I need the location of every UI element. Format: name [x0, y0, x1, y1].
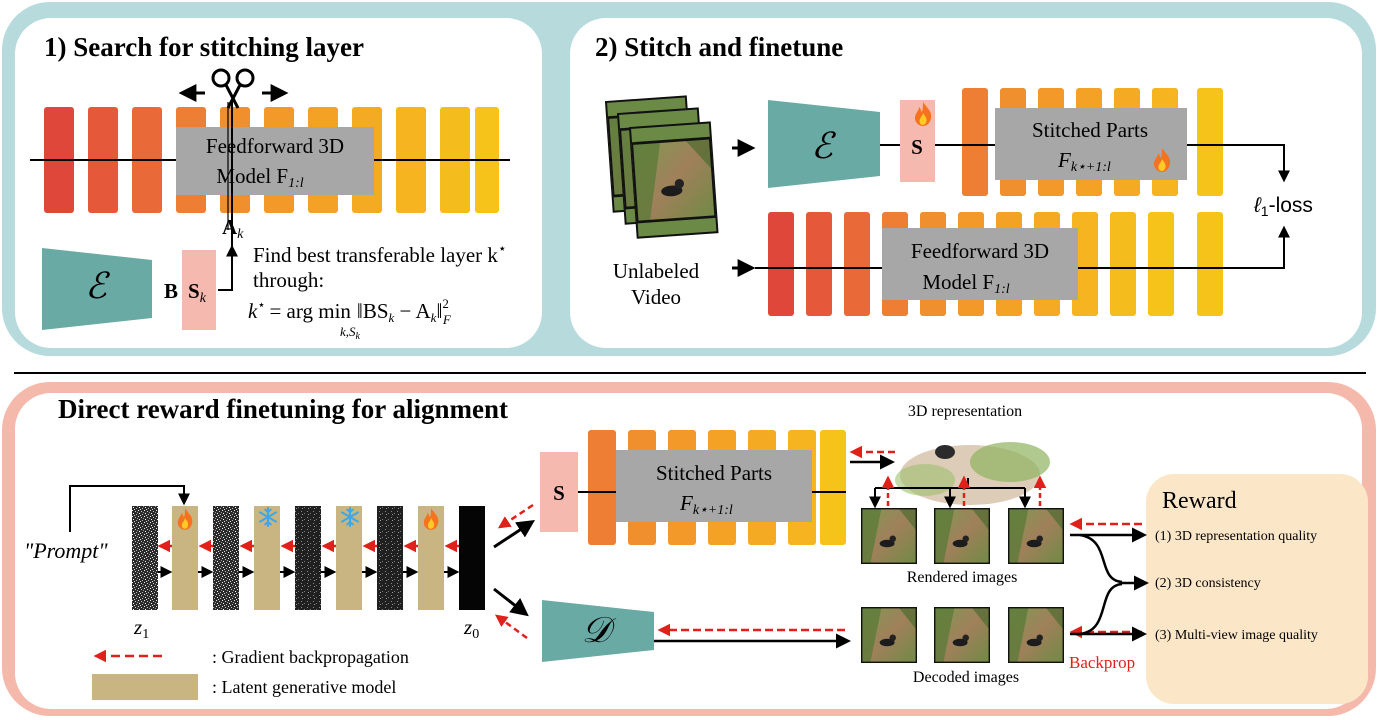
z1-label: z1: [133, 615, 149, 642]
panel3-title: Direct reward finetuning for alignment: [58, 394, 508, 424]
rendered-image: [861, 508, 917, 564]
denoising-chain: [132, 506, 485, 610]
legend-latent-text: : Latent generative model: [212, 677, 396, 697]
d-to-z0-gradient: [494, 614, 528, 640]
b-label: B: [164, 279, 178, 303]
encoder-1: [42, 248, 152, 330]
legend-latent-swatch: [92, 674, 198, 700]
rendered-label: Rendered images: [907, 569, 1018, 586]
l1-loss-label: ℓ1-loss: [1253, 194, 1313, 219]
rep-label: 3D representation: [908, 403, 1022, 420]
encoder-2-symbol: ℰ: [811, 126, 836, 166]
reward-item-1: (1) 3D representation quality: [1155, 529, 1317, 544]
decoder: [542, 600, 654, 662]
encoder-2: [768, 100, 880, 188]
backprop-label: Backprop: [1069, 653, 1135, 672]
panel2-title: 2) Stitch and finetune: [595, 32, 843, 62]
stitched-box-2: [995, 108, 1187, 180]
legend-gradient-text: : Gradient backpropagation: [212, 647, 409, 667]
stitched-box-3-line2: Fk⋆+1:l: [679, 491, 733, 518]
stitched-box-3-line1: Stitched Parts: [656, 461, 772, 485]
s-label-3: S: [553, 481, 565, 505]
decoded-image: [1008, 607, 1064, 663]
panel1-title: 1) Search for stitching layer: [44, 32, 364, 62]
rendered-image: [934, 508, 990, 564]
rendered-image: [1008, 508, 1064, 564]
a-k-label: Ak: [222, 215, 244, 242]
reward-item-2: (2) 3D consistency: [1155, 576, 1261, 591]
decoded-label: Decoded images: [913, 669, 1019, 686]
z0-to-s-arrow: [493, 520, 536, 549]
prompt-label: "Prompt": [24, 538, 108, 563]
model-box-2-line1: Feedforward 3D: [911, 239, 1049, 263]
find-layer-text: Find best transferable layer k⋆: [253, 242, 507, 267]
stitched-box-3: [616, 450, 812, 522]
reward-title: Reward: [1162, 488, 1237, 514]
latent-z0: [459, 506, 485, 610]
model-box-1: [176, 127, 374, 195]
stitched-box-2-line1: Stitched Parts: [1032, 118, 1148, 142]
decoded-image: [934, 607, 990, 663]
stitched-to-loss-arrow: [1230, 144, 1290, 183]
stitched-box-2-line2: Fk⋆+1:l: [1057, 148, 1111, 175]
model-box-1-line1: Feedforward 3D: [206, 134, 344, 158]
through-text: through:: [253, 268, 324, 292]
decoded-image: [861, 607, 917, 663]
argmin-subscript: k,Sk: [340, 324, 361, 342]
reward-item-3: (3) Multi-view image quality: [1155, 628, 1318, 643]
latent-step: [295, 506, 321, 610]
s-label-2: S: [911, 135, 923, 159]
z0-to-d-arrow: [493, 587, 529, 617]
encoder-1-symbol: ℰ: [85, 266, 110, 306]
s-k-layer: [182, 250, 216, 330]
latent-step: [213, 506, 239, 610]
s-layer-3: [540, 452, 578, 532]
video-frames: [604, 95, 719, 239]
video-label-2: Video: [631, 285, 681, 309]
s-to-z0-gradient: [497, 503, 534, 529]
z0-label: z0: [463, 615, 479, 642]
model-box-2-line2: Model F1:l: [922, 270, 1009, 297]
model-to-loss-arrow: [1230, 225, 1290, 269]
s-k-label: Sk: [188, 279, 207, 306]
prompt-arrow: [69, 485, 190, 532]
latent-z1: [132, 506, 158, 610]
model-box-2: [882, 228, 1078, 300]
scissors-icon: [211, 68, 255, 109]
reward-box: [1146, 474, 1368, 704]
latent-step: [377, 506, 403, 610]
video-label-1: Unlabeled: [613, 259, 700, 283]
